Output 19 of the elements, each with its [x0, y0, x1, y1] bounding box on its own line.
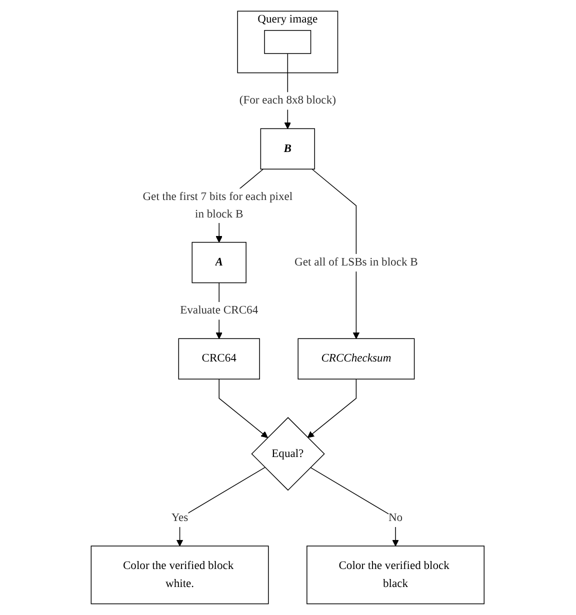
node-diamond: Equal? — [252, 417, 326, 491]
node-box: Color the verified block white. — [91, 546, 270, 604]
edge-label: Get all of LSBs in block B — [294, 256, 418, 269]
node-box — [264, 30, 312, 54]
edge-label: (For each 8x8 block) — [240, 94, 336, 107]
node-box: B — [260, 128, 316, 170]
node-box: CRCChecksum — [298, 338, 416, 380]
edge-label: Get the first 7 bits for each pixel in block B — [143, 190, 293, 220]
arrow — [308, 378, 357, 438]
edge-label: Evaluate CRC64 — [180, 304, 258, 317]
arrow — [312, 168, 360, 339]
node-box: CRC64 — [178, 338, 260, 380]
arrow — [310, 467, 400, 546]
arrow — [219, 378, 268, 438]
cluster: Query image — [238, 10, 338, 74]
node-box: Color the verified block black — [306, 546, 485, 604]
edge-label: No — [388, 512, 403, 524]
arrow — [176, 467, 266, 546]
edge-label: Yes — [172, 512, 189, 524]
